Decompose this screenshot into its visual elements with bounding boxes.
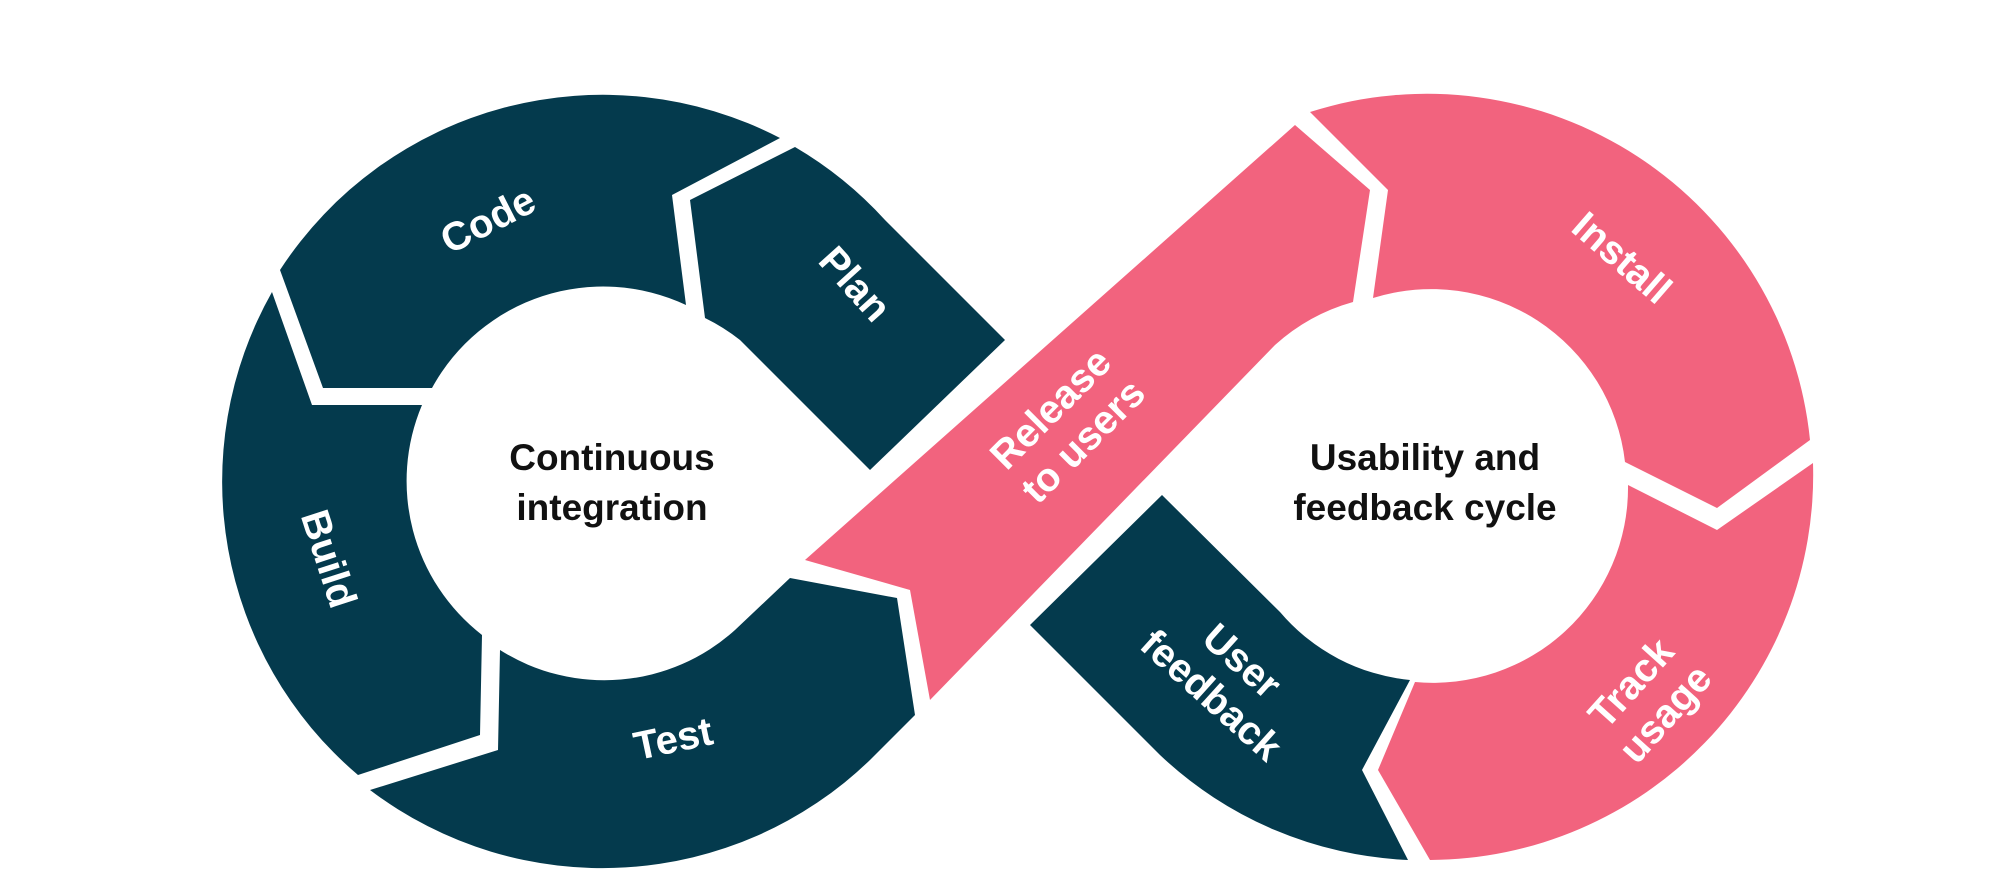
segment-plan <box>690 147 1005 470</box>
segment-code <box>280 94 780 389</box>
segment-user-feedback <box>1030 495 1410 860</box>
left-loop <box>222 94 1005 869</box>
right-loop <box>1030 93 1814 860</box>
left-title-line-1: Continuous <box>509 437 715 478</box>
segment-install <box>1310 93 1810 508</box>
segment-test <box>370 578 915 869</box>
right-title-line-1: Usability and <box>1310 437 1540 478</box>
segment-build <box>222 292 482 775</box>
segment-track-usage <box>1378 463 1814 860</box>
left-loop-title: Continuous integration <box>509 437 715 528</box>
left-title-line-2: integration <box>516 487 707 528</box>
right-title-line-2: feedback cycle <box>1293 487 1556 528</box>
segment-release-to-users <box>805 125 1370 700</box>
right-loop-title: Usability and feedback cycle <box>1293 437 1556 528</box>
